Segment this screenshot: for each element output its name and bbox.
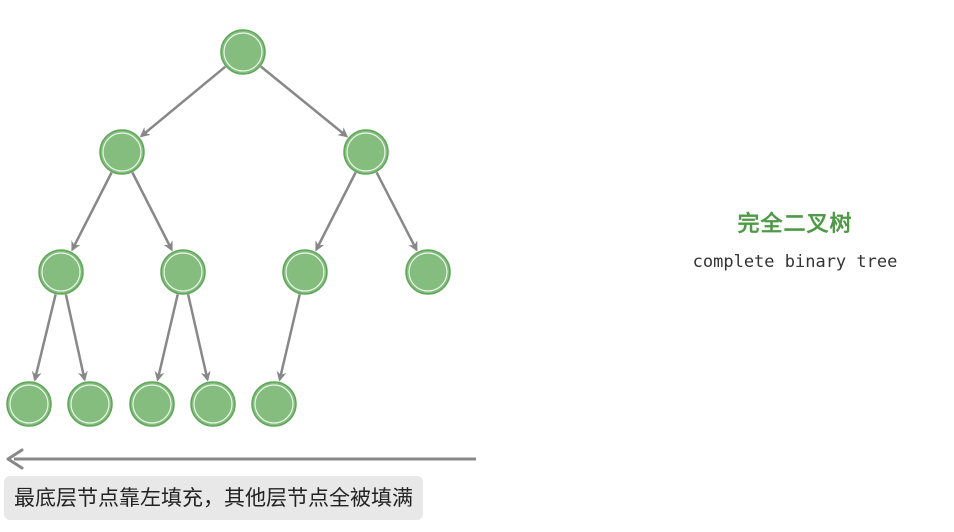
tree-node xyxy=(251,381,297,427)
tree-edge xyxy=(375,171,418,252)
tree-node xyxy=(405,249,451,295)
tree-edges xyxy=(31,65,418,382)
tree-node-ring xyxy=(408,252,448,292)
tree-edge xyxy=(315,171,357,252)
title-block: 完全二叉树 complete binary tree xyxy=(640,206,950,272)
caption-text: 最底层节点靠左填充，其他层节点全被填满 xyxy=(14,486,413,510)
tree-nodes xyxy=(6,29,451,427)
tree-node-ring xyxy=(41,252,81,292)
tree-edge xyxy=(64,294,88,382)
tree-node xyxy=(99,129,145,175)
tree-node xyxy=(160,249,206,295)
diagram-subtitle: complete binary tree xyxy=(692,252,898,272)
tree-node xyxy=(220,29,266,75)
tree-edge xyxy=(186,294,211,382)
tree-node xyxy=(6,381,52,427)
tree-edge xyxy=(31,294,57,382)
tree-node xyxy=(190,381,236,427)
tree-node-ring xyxy=(346,132,386,172)
tree-node-ring xyxy=(163,252,203,292)
tree-edge xyxy=(71,171,113,252)
tree-edge xyxy=(154,294,179,382)
tree-node xyxy=(38,249,84,295)
tree-node-ring xyxy=(9,384,49,424)
tree-edge xyxy=(276,294,301,382)
caption-box: 最底层节点靠左填充，其他层节点全被填满 xyxy=(4,476,423,520)
tree-node-ring xyxy=(193,384,233,424)
tree-node-ring xyxy=(132,384,172,424)
tree-node-ring xyxy=(285,252,325,292)
tree-edge xyxy=(260,65,349,138)
tree-node-ring xyxy=(223,32,263,72)
tree-node xyxy=(282,249,328,295)
tree-node-ring xyxy=(254,384,294,424)
tree-node-ring xyxy=(102,132,142,172)
tree-node-ring xyxy=(70,384,110,424)
tree-node xyxy=(343,129,389,175)
tree-node xyxy=(67,381,113,427)
tree-edge xyxy=(139,65,227,138)
tree-edge xyxy=(131,171,173,252)
diagram-title: 完全二叉树 xyxy=(737,212,853,237)
tree-node xyxy=(129,381,175,427)
fill-direction-arrow xyxy=(6,448,476,470)
